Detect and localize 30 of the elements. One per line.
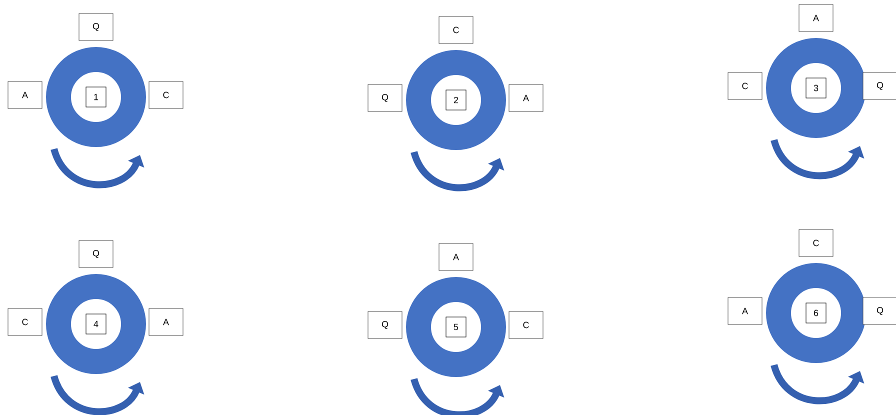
ring (406, 277, 506, 377)
letter-box: C (8, 308, 42, 336)
letter-box: A (728, 297, 762, 325)
ring (766, 263, 866, 363)
letter-box: Q (368, 311, 402, 339)
letter-box: Q (862, 72, 896, 100)
number-box: 4 (86, 314, 106, 334)
number-box: 2 (446, 90, 466, 110)
letter-box: C (508, 311, 544, 339)
number-box: 6 (806, 302, 826, 324)
letter-box: Q (368, 84, 402, 112)
number-box: 1 (86, 86, 106, 108)
ring (46, 47, 146, 147)
ring (406, 50, 506, 150)
letter-box: Q (78, 240, 114, 268)
letter-box: C (728, 72, 762, 100)
letter-box: C (438, 16, 474, 44)
letter-box: A (8, 81, 42, 109)
letter-box: C (148, 81, 184, 109)
ring (766, 38, 866, 138)
ring (46, 274, 146, 374)
letter-box: Q (862, 297, 896, 325)
letter-box: A (438, 243, 474, 271)
letter-box: Q (78, 13, 114, 41)
letter-box: A (508, 84, 544, 112)
letter-box: A (798, 4, 834, 32)
letter-box: C (798, 229, 834, 257)
letter-box: A (148, 308, 184, 336)
number-box: 5 (446, 316, 466, 338)
number-box: 3 (806, 78, 826, 98)
